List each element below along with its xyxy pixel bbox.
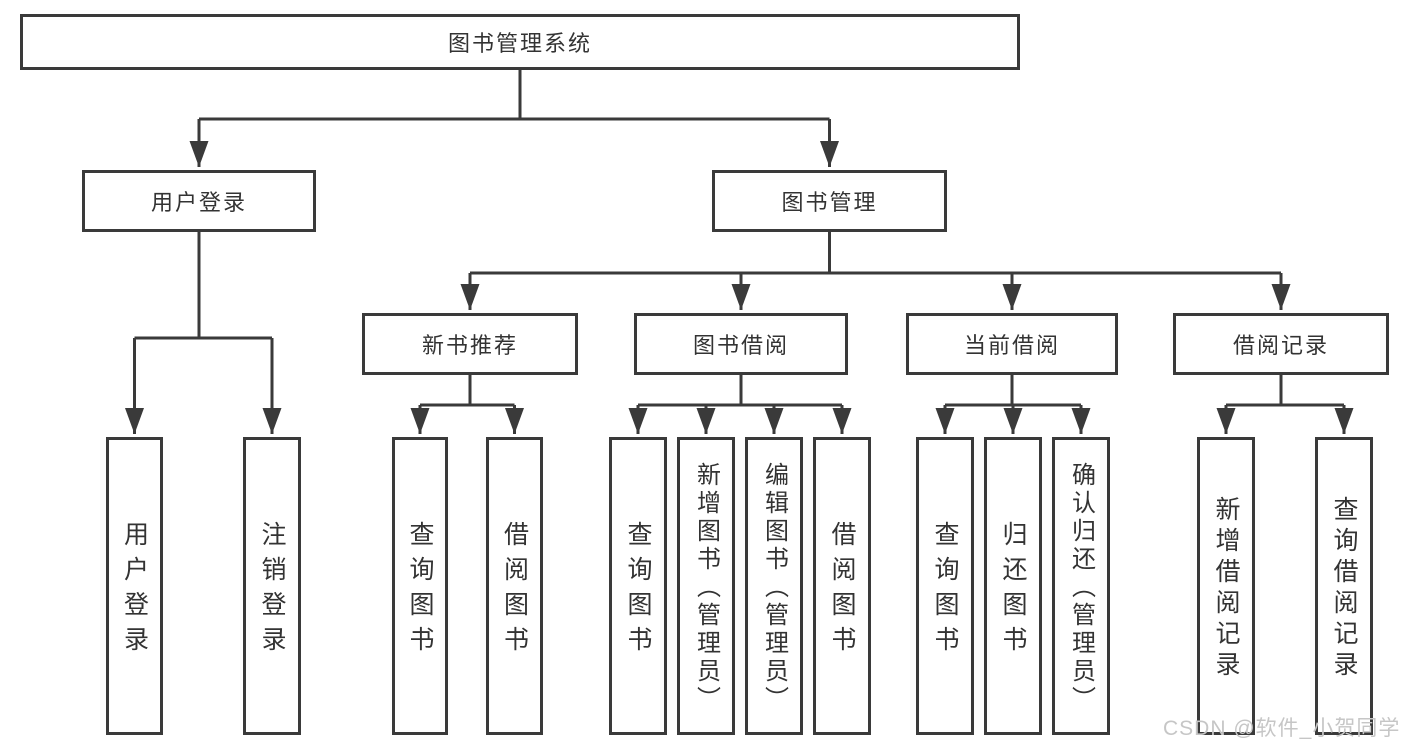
leaf-cb-query-books: 查询图书 [916, 437, 974, 735]
connector-arrow-group [125, 119, 1354, 434]
connector-trunk-group [134, 70, 1344, 407]
leaf-bb-query-books: 查询图书 [609, 437, 667, 735]
node-book-management: 图书管理 [712, 170, 947, 232]
leaf-cb-confirm-return-admin: 确认归还（管理员） [1052, 437, 1110, 735]
leaf-cb-confirm-return-admin-label: 确认归还（管理员） [1067, 462, 1095, 714]
leaf-user-login: 用户登录 [106, 437, 163, 735]
leaf-br-add-record-label: 新增借阅记录 [1212, 496, 1240, 682]
leaf-bb-borrow-books: 借阅图书 [813, 437, 871, 735]
leaf-cb-return-books: 归还图书 [984, 437, 1042, 735]
node-borrowing-records: 借阅记录 [1173, 313, 1389, 375]
node-book-borrowing: 图书借阅 [634, 313, 848, 375]
leaf-cb-query-books-label: 查询图书 [931, 521, 959, 661]
leaf-bb-query-books-label: 查询图书 [624, 521, 652, 661]
leaf-cb-return-books-label: 归还图书 [999, 521, 1027, 661]
node-library-management-system: 图书管理系统 [20, 14, 1020, 70]
leaf-bb-edit-book-admin-label: 编辑图书（管理员） [760, 462, 788, 714]
csdn-watermark: CSDN @软件_小贺同学 [1163, 717, 1401, 740]
leaf-nbr-borrow-books: 借阅图书 [486, 437, 543, 735]
leaf-nbr-borrow-books-label: 借阅图书 [500, 521, 529, 661]
connector-trunks [134, 70, 1344, 407]
leaf-nbr-query-books-label: 查询图书 [406, 521, 434, 661]
leaf-logout-label: 注销登录 [258, 521, 286, 661]
leaf-br-query-record-label: 查询借阅记录 [1330, 496, 1358, 682]
leaf-user-login-label: 用户登录 [120, 521, 149, 661]
leaf-bb-add-book-admin: 新增图书（管理员） [677, 437, 735, 735]
node-user-login-branch: 用户登录 [82, 170, 316, 232]
leaf-bb-edit-book-admin: 编辑图书（管理员） [745, 437, 803, 735]
leaf-br-add-record: 新增借阅记录 [1197, 437, 1255, 735]
leaf-bb-add-book-admin-label: 新增图书（管理员） [692, 462, 720, 714]
node-current-borrowing: 当前借阅 [906, 313, 1118, 375]
leaf-br-query-record: 查询借阅记录 [1315, 437, 1373, 735]
leaf-logout: 注销登录 [243, 437, 301, 735]
leaf-nbr-query-books: 查询图书 [392, 437, 448, 735]
leaf-bb-borrow-books-label: 借阅图书 [828, 521, 856, 661]
node-new-book-recommendation: 新书推荐 [362, 313, 578, 375]
